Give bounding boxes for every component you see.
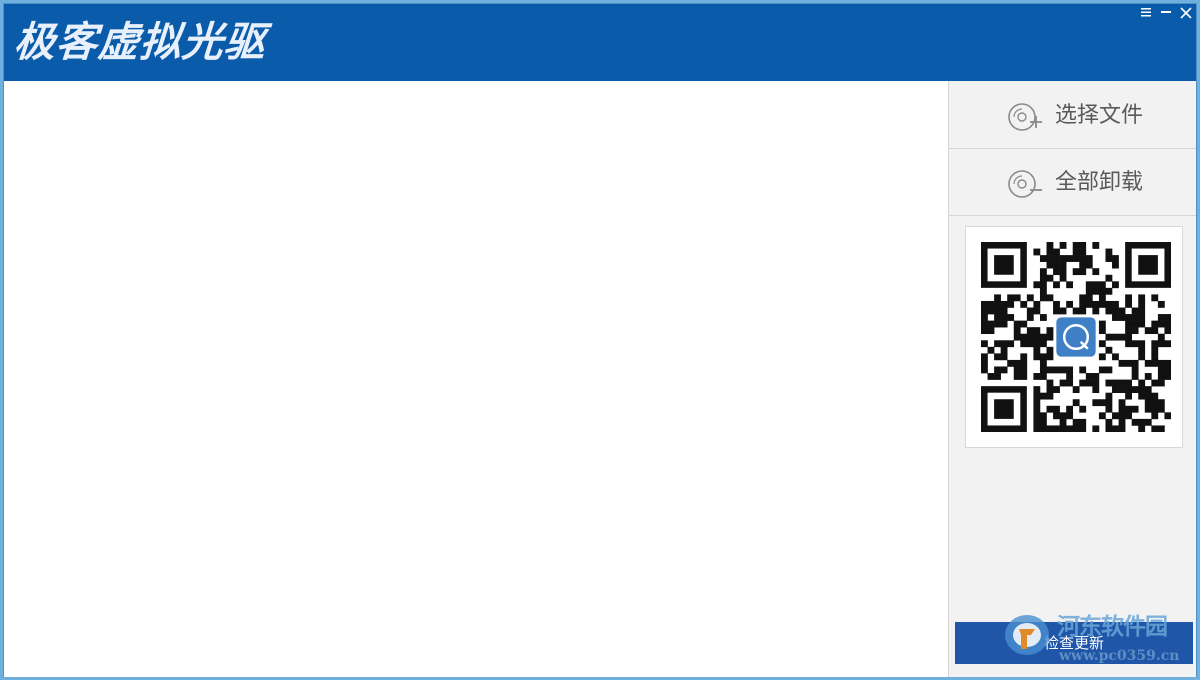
- menu-button[interactable]: [1136, 4, 1156, 22]
- disc-eject-icon: [1008, 170, 1042, 198]
- select-file-label: 选择文件: [1055, 103, 1144, 128]
- app-badge-icon: [1056, 317, 1096, 357]
- close-button[interactable]: [1176, 4, 1196, 22]
- qr-code-panel: [965, 226, 1183, 448]
- check-update-button[interactable]: 检查更新: [955, 622, 1193, 664]
- close-icon: [1180, 7, 1192, 19]
- watermark-logo-icon: [1005, 615, 1049, 655]
- app-window: 极客虚拟光驱: [3, 3, 1197, 677]
- minimize-icon: [1161, 11, 1171, 13]
- select-file-button[interactable]: 选择文件: [949, 83, 1196, 149]
- watermark-text: 河东软件园: [1057, 613, 1168, 640]
- app-title: 极客虚拟光驱: [12, 18, 268, 66]
- title-bar: 极客虚拟光驱: [4, 4, 1196, 81]
- menu-icon: [1141, 8, 1151, 17]
- unmount-all-label: 全部卸载: [1055, 170, 1144, 195]
- qr-code: [981, 242, 1171, 432]
- disc-add-icon: [1008, 103, 1042, 131]
- watermark-url: www.pc0359.cn: [1059, 648, 1180, 664]
- minimize-button[interactable]: [1156, 4, 1176, 22]
- image-list-area[interactable]: [4, 81, 948, 677]
- sidebar: 选择文件 全部卸载 检查更新 河东软件园 www.pc0359.cn: [948, 81, 1196, 677]
- unmount-all-button[interactable]: 全部卸载: [949, 150, 1196, 216]
